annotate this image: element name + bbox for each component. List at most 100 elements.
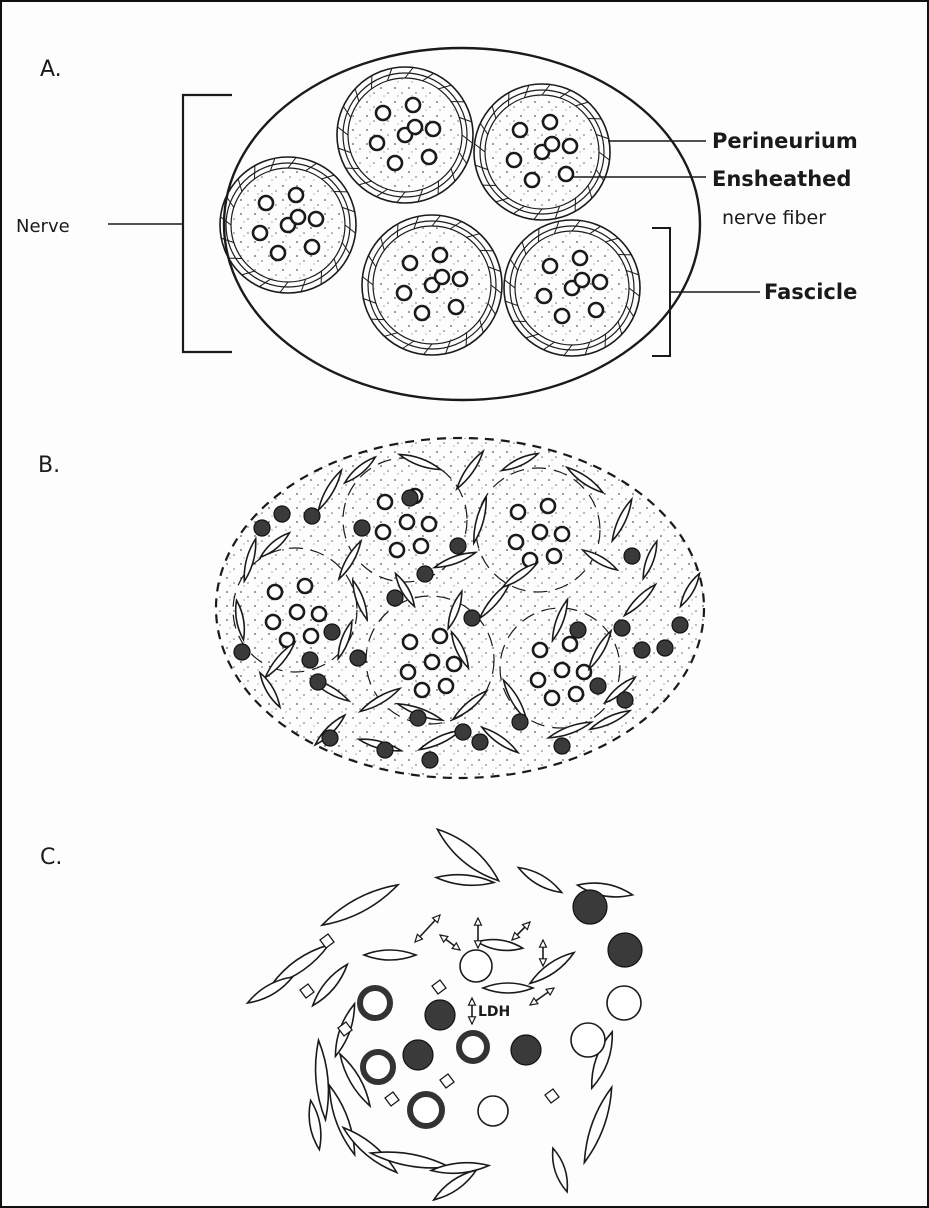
nerve-fiber bbox=[426, 122, 440, 136]
diffusion-arrow bbox=[469, 998, 476, 1024]
perineurium-lamella bbox=[492, 106, 496, 119]
inflammatory-cell bbox=[274, 506, 290, 522]
nerve-fiber bbox=[509, 535, 523, 549]
diffusion-arrow bbox=[540, 940, 547, 966]
cell-debris bbox=[300, 984, 314, 998]
perineurium-lamella bbox=[496, 198, 509, 202]
diffusion-arrow bbox=[415, 915, 440, 942]
arrow-head bbox=[440, 935, 448, 942]
nerve-fiber bbox=[555, 663, 569, 677]
ring-cell bbox=[459, 1033, 487, 1061]
inflammatory-cell bbox=[554, 738, 570, 754]
fascicle bbox=[220, 157, 356, 293]
spindle-cell bbox=[319, 879, 402, 932]
perineurium-lamella bbox=[466, 333, 467, 346]
perineurium-lamella bbox=[588, 186, 592, 199]
nerve-fiber bbox=[259, 196, 273, 210]
nerve-fiber bbox=[403, 635, 417, 649]
fascicle bbox=[474, 84, 610, 220]
perineurium-lamella bbox=[322, 175, 335, 179]
arrow-head bbox=[469, 1017, 476, 1024]
inflammatory-cell bbox=[455, 724, 471, 740]
arrow-head bbox=[546, 988, 554, 995]
nerve-fiber bbox=[507, 153, 521, 167]
fascicle bbox=[504, 220, 640, 356]
arrow-head bbox=[452, 943, 460, 950]
nerve-label: Nerve bbox=[16, 216, 70, 237]
open-cell bbox=[460, 950, 492, 982]
perineurium-lamella bbox=[355, 89, 359, 102]
nerve-fiber bbox=[545, 137, 559, 151]
inflammatory-cell bbox=[614, 620, 630, 636]
arrow-head bbox=[475, 918, 482, 925]
perineurium-lamella bbox=[451, 169, 455, 182]
spindle-cell bbox=[548, 1147, 572, 1194]
fascicle-bracket bbox=[652, 228, 670, 356]
inflammatory-cell bbox=[657, 640, 673, 656]
perineurium-lamella bbox=[242, 271, 255, 275]
nerve-fiber bbox=[403, 256, 417, 270]
nerve-fiber bbox=[312, 607, 326, 621]
inflammatory-cell bbox=[573, 890, 607, 924]
nerve-fiber bbox=[589, 303, 603, 317]
spindle-cell bbox=[309, 961, 351, 1009]
nerve-fiber bbox=[266, 615, 280, 629]
nerve-fiber bbox=[453, 272, 467, 286]
inflammatory-cell bbox=[402, 490, 418, 506]
inflammatory-cell bbox=[472, 734, 488, 750]
open-cell bbox=[478, 1096, 508, 1126]
perineurium-lamella bbox=[334, 259, 338, 272]
nerve-fiber bbox=[298, 579, 312, 593]
inflammatory-cell bbox=[377, 742, 393, 758]
nerve-fiber bbox=[397, 286, 411, 300]
inflammatory-cell bbox=[387, 590, 403, 606]
inflammatory-cell bbox=[617, 692, 633, 708]
inflammatory-cell bbox=[310, 674, 326, 690]
inflammatory-cell bbox=[590, 678, 606, 694]
nerve-fiber bbox=[271, 246, 285, 260]
nerve-fiber bbox=[290, 605, 304, 619]
nerve-fiber bbox=[305, 240, 319, 254]
spindle-cell bbox=[245, 973, 295, 1008]
nerve-fiber bbox=[406, 98, 420, 112]
inflammatory-cell bbox=[672, 617, 688, 633]
nerve-fiber bbox=[555, 527, 569, 541]
arrow-head bbox=[540, 959, 547, 966]
nerve-fiber bbox=[400, 515, 414, 529]
inflammatory-cell bbox=[425, 1000, 455, 1030]
perineurium-lamella bbox=[439, 85, 452, 89]
nerve-fiber bbox=[573, 251, 587, 265]
cell-debris bbox=[385, 1092, 399, 1106]
inflammatory-cell bbox=[302, 652, 318, 668]
nerve-fiber bbox=[422, 517, 436, 531]
nerve-fiber bbox=[593, 275, 607, 289]
nerve-fiber bbox=[555, 309, 569, 323]
perineurium-lamella bbox=[397, 224, 398, 237]
cell-debris bbox=[432, 980, 446, 994]
panel-a-diagram bbox=[108, 48, 760, 400]
arrow-head bbox=[540, 940, 547, 947]
spindle-cell bbox=[324, 1083, 361, 1157]
inflammatory-cell bbox=[634, 642, 650, 658]
inflammatory-cell bbox=[511, 1035, 541, 1065]
nerve-fiber bbox=[253, 226, 267, 240]
perineurium-lamella bbox=[238, 179, 242, 192]
cell-debris bbox=[440, 1074, 454, 1088]
inflammatory-cell bbox=[322, 730, 338, 746]
fascicle-group bbox=[220, 67, 640, 356]
diffusion-arrow bbox=[530, 988, 554, 1005]
nerve-fiber bbox=[268, 585, 282, 599]
inflammatory-cell bbox=[417, 566, 433, 582]
inflammatory-cell bbox=[464, 610, 480, 626]
ensheathed-label: Ensheathed bbox=[712, 167, 851, 191]
inflammatory-cell bbox=[354, 520, 370, 536]
nerve-fiber bbox=[289, 188, 303, 202]
nerve-fiber bbox=[415, 306, 429, 320]
nerve-fiber bbox=[304, 629, 318, 643]
inflammatory-cell bbox=[350, 650, 366, 666]
nerve-fiber bbox=[511, 505, 525, 519]
inflammatory-cell bbox=[624, 548, 640, 564]
nerve-fiber bbox=[291, 210, 305, 224]
nerve-fiber bbox=[433, 248, 447, 262]
